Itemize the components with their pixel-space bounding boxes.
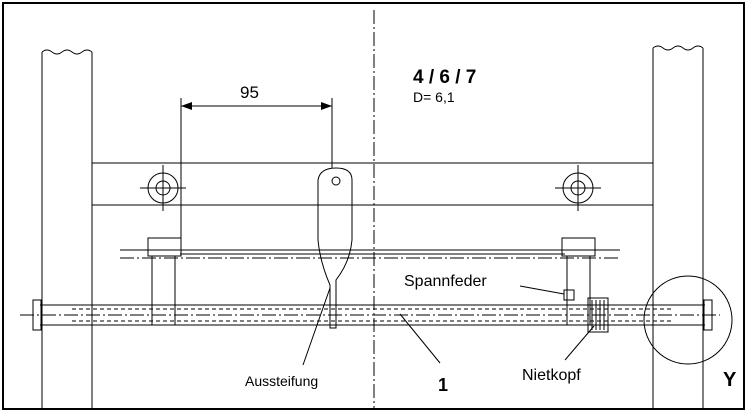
- right-nut: [703, 299, 713, 331]
- middle-tube: [120, 249, 620, 259]
- part-numbers-label: 4 / 6 / 7: [413, 67, 476, 88]
- rivet-head-label: Nietkopf: [522, 367, 581, 384]
- stiffener-leader: [302, 287, 331, 366]
- item-leader: [399, 313, 441, 364]
- detail-circle: [643, 275, 733, 365]
- dimension-95: [180, 98, 333, 245]
- left-bearing: [140, 165, 186, 325]
- rivet-leader: [564, 325, 595, 361]
- detail-marker-label: Y: [723, 369, 737, 391]
- dimension-label: 95: [240, 83, 259, 102]
- stiffener-label: Aussteifung: [245, 373, 318, 389]
- spring-leader: [519, 285, 565, 295]
- hanging-plate: [317, 167, 353, 329]
- spring-coil: [563, 289, 609, 333]
- left-post: [41, 49, 93, 409]
- upper-frame-bar: [92, 162, 653, 206]
- left-nut: [32, 299, 42, 331]
- right-post: [652, 45, 704, 409]
- spring-label: Spannfeder: [404, 273, 487, 290]
- diameter-label: D= 6,1: [413, 89, 455, 105]
- item-number-label: 1: [438, 375, 448, 395]
- axle-rod: [20, 299, 720, 331]
- right-bearing: [555, 165, 601, 325]
